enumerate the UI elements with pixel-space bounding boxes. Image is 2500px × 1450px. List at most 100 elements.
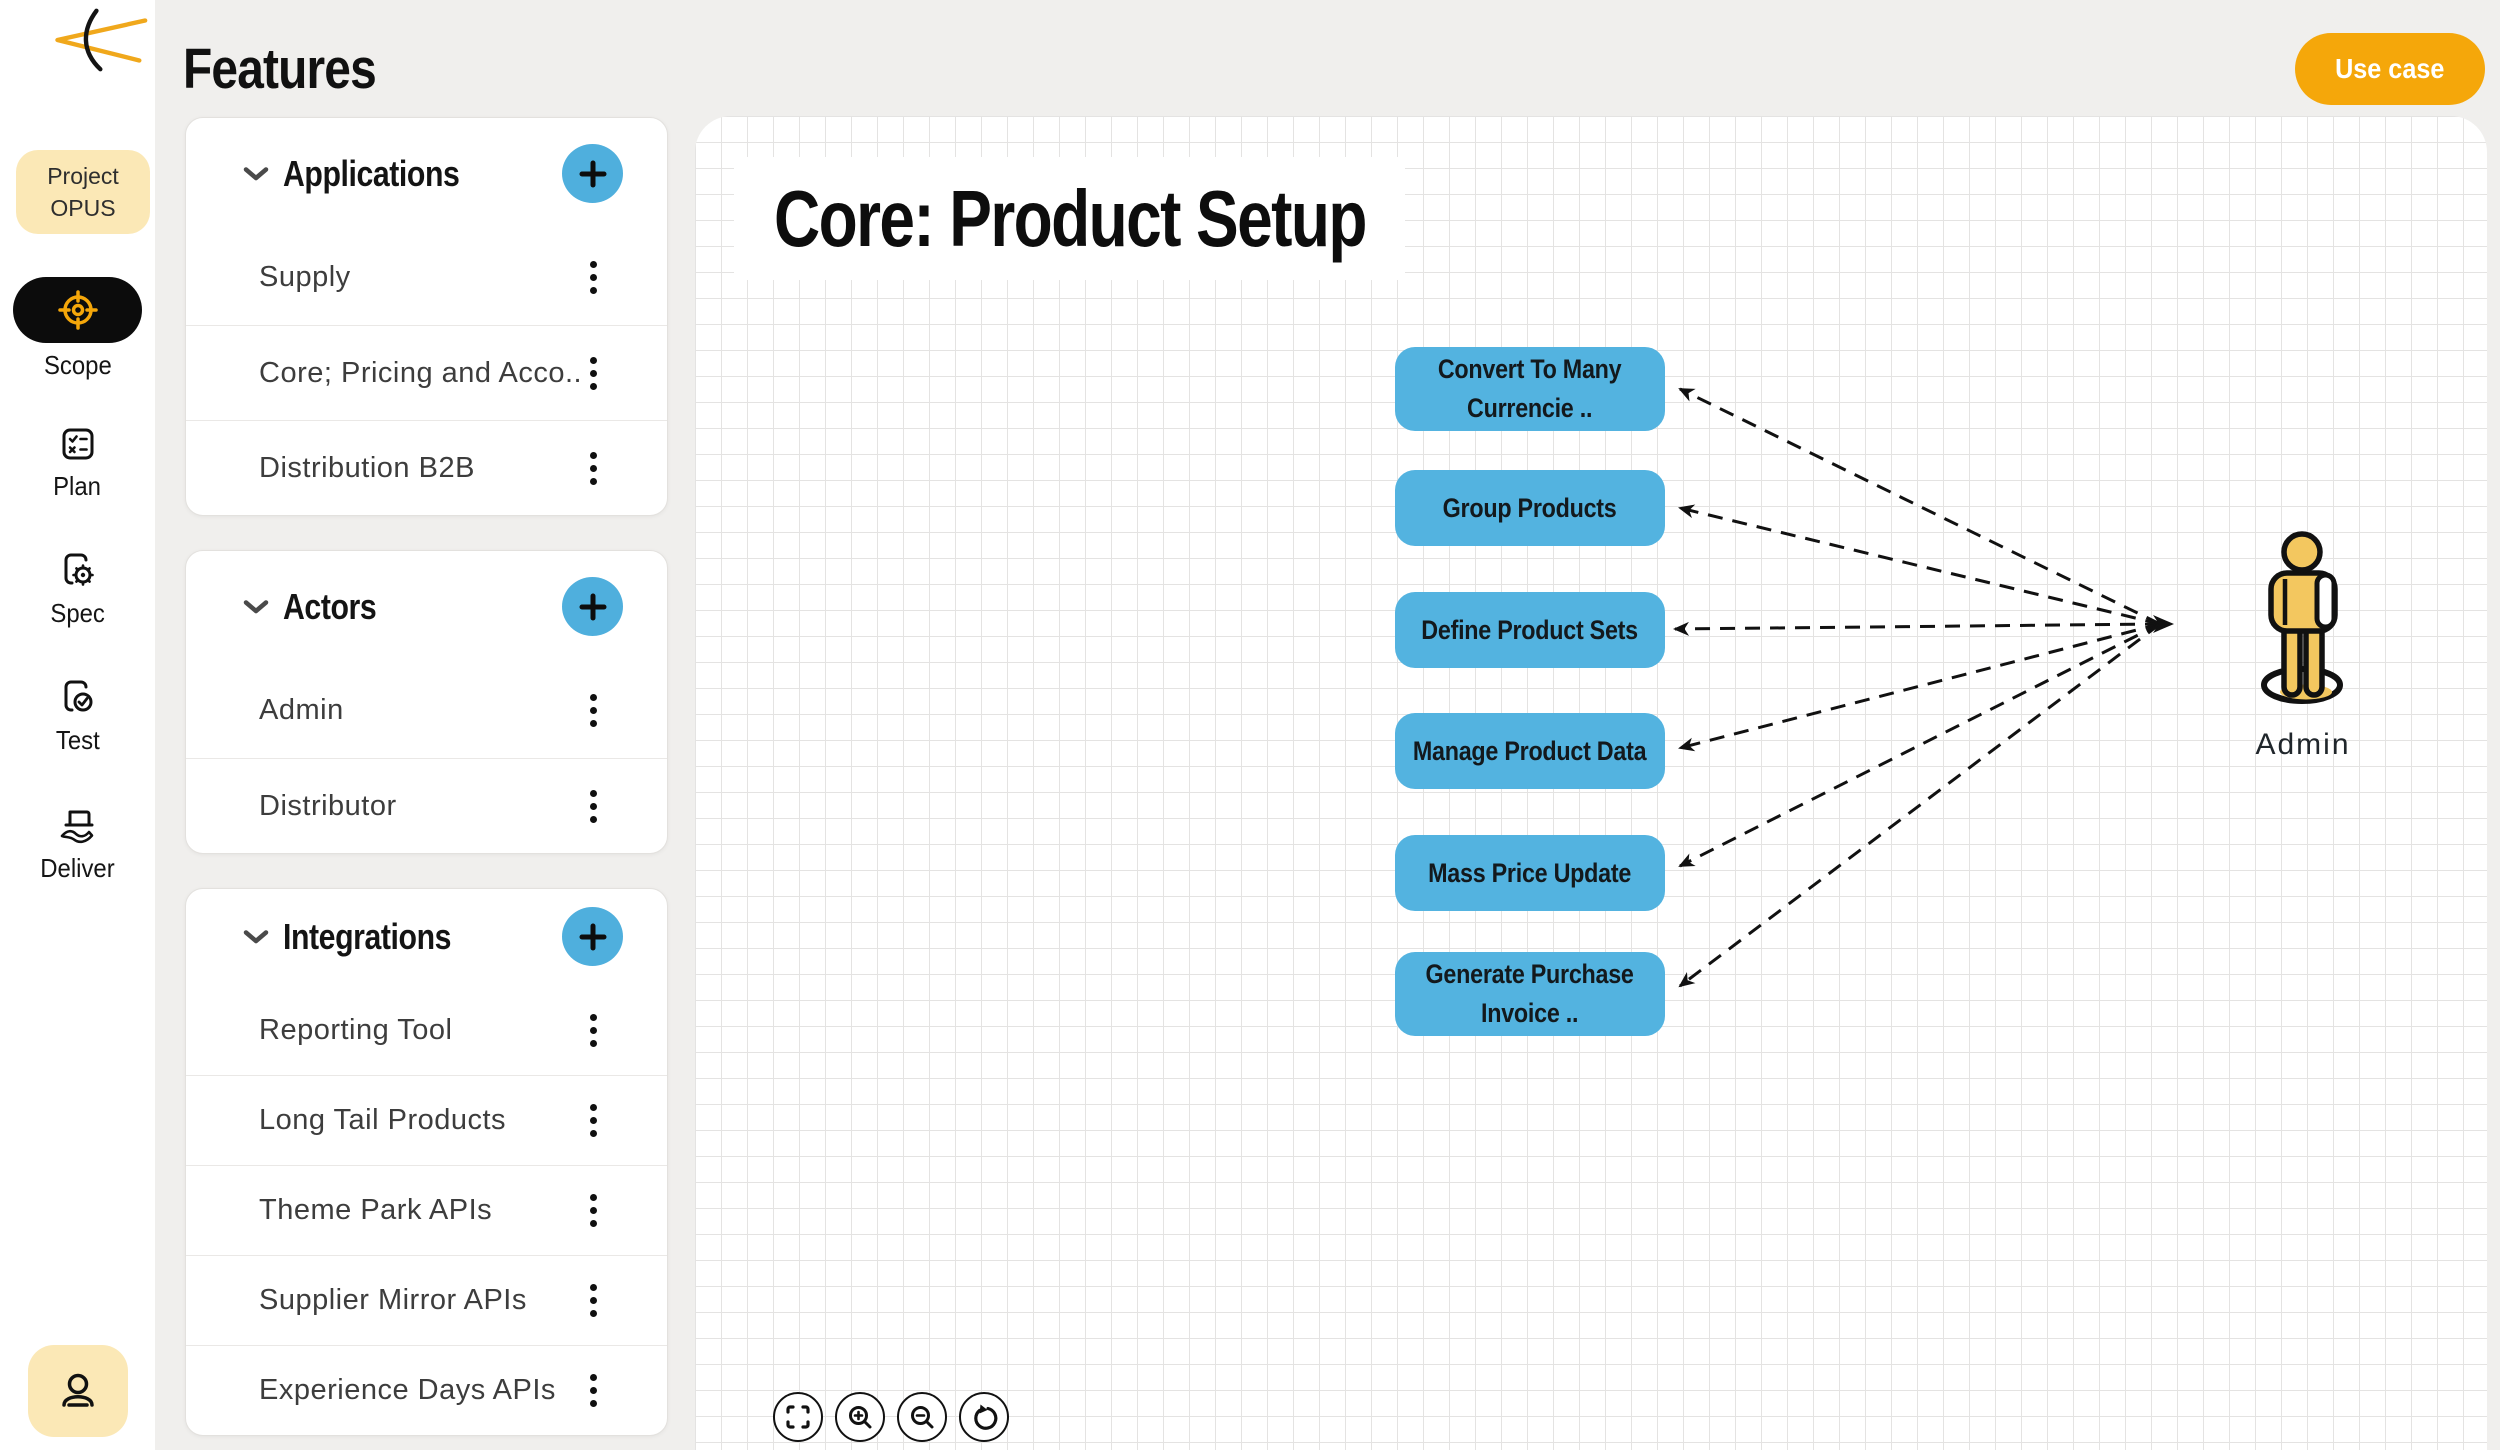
use-case-label: Manage Product Data <box>1413 735 1647 766</box>
sidebar-item-spec[interactable]: Spec <box>0 551 155 629</box>
chevron-down-icon[interactable] <box>243 599 269 615</box>
section-header[interactable]: Applications <box>186 118 667 230</box>
list-item[interactable]: Supply <box>186 230 667 325</box>
section-applications: Applications Supply Core; Pricing and Ac… <box>185 117 668 516</box>
diagram-title[interactable]: Core: Product Setup <box>773 173 1367 263</box>
zoom-in-button[interactable] <box>835 1392 885 1442</box>
section-integrations: Integrations Reporting Tool Long Tail Pr… <box>185 888 668 1436</box>
sidebar: Project OPUS Scope <box>0 0 155 1450</box>
target-icon <box>57 290 98 330</box>
deliver-laptop-hand-icon <box>60 810 93 844</box>
zoom-in-icon <box>849 1406 872 1429</box>
actor-label: Admin <box>2255 728 2351 761</box>
list-item-label: Admin <box>259 694 344 726</box>
list-item[interactable]: Reporting Tool <box>186 985 667 1075</box>
section-title: Integrations <box>283 916 452 957</box>
sidebar-item-label: Deliver <box>40 853 115 883</box>
sidebar-item-label: Test <box>55 725 100 755</box>
list-item[interactable]: Distributor <box>186 758 667 853</box>
test-check-icon <box>64 680 92 712</box>
project-badge-line1: Project <box>47 163 119 189</box>
converge-arrowhead <box>2153 615 2174 633</box>
sidebar-item-scope[interactable]: Scope <box>0 277 155 381</box>
kebab-menu-icon[interactable] <box>584 1188 603 1233</box>
use-case-button[interactable]: Use case <box>2295 33 2485 105</box>
zoom-out-button[interactable] <box>897 1392 947 1442</box>
kebab-menu-icon[interactable] <box>584 351 603 396</box>
use-case-label: Mass Price Update <box>1428 857 1632 888</box>
kebab-menu-icon[interactable] <box>584 446 603 491</box>
use-case-label: Convert To Many Currencie .. <box>1438 354 1622 423</box>
user-avatar[interactable] <box>28 1345 128 1437</box>
add-integration-button[interactable] <box>562 907 623 966</box>
list-item-label: Supplier Mirror APIs <box>259 1284 527 1316</box>
plan-checklist-icon <box>62 428 93 460</box>
scope-active-pill <box>13 277 142 343</box>
list-item-label: Theme Park APIs <box>259 1194 493 1226</box>
section-header[interactable]: Integrations <box>186 889 667 985</box>
kebab-menu-icon[interactable] <box>584 688 603 733</box>
list-item[interactable]: Admin <box>186 663 667 758</box>
list-item[interactable]: Supplier Mirror APIs <box>186 1255 667 1345</box>
use-case-node[interactable]: Convert To Many Currencie .. <box>1395 347 1665 431</box>
list-item-label: Supply <box>259 261 351 293</box>
sidebar-item-label: Plan <box>53 471 102 501</box>
kebab-menu-icon[interactable] <box>584 1368 603 1413</box>
fit-view-button[interactable] <box>773 1392 823 1442</box>
use-case-label: Generate Purchase Invoice .. <box>1425 959 1635 1028</box>
kebab-menu-icon[interactable] <box>584 255 603 300</box>
kebab-menu-icon[interactable] <box>584 1008 603 1053</box>
sidebar-item-label: Scope <box>43 350 112 380</box>
kebab-menu-icon[interactable] <box>584 1278 603 1323</box>
list-item[interactable]: Theme Park APIs <box>186 1165 667 1255</box>
use-case-node[interactable]: Mass Price Update <box>1395 835 1665 911</box>
chevron-down-icon[interactable] <box>243 929 269 945</box>
list-item-label: Distributor <box>259 789 397 822</box>
reset-view-button[interactable] <box>959 1392 1009 1442</box>
section-title: Actors <box>283 586 377 627</box>
use-case-node[interactable]: Define Product Sets <box>1395 592 1665 668</box>
kebab-menu-icon[interactable] <box>584 784 603 829</box>
use-case-button-label: Use case <box>2335 53 2445 84</box>
use-case-node[interactable]: Generate Purchase Invoice .. <box>1395 952 1665 1036</box>
diagram-title-plate: Core: Product Setup <box>734 157 1405 280</box>
list-item-label: Long Tail Products <box>259 1104 507 1136</box>
list-item-label: Experience Days APIs <box>259 1374 556 1406</box>
plus-icon <box>579 160 606 187</box>
section-actors: Actors Admin Distributor <box>185 550 668 854</box>
diagram-canvas[interactable]: Core: Product Setup Convert To Many Curr… <box>695 116 2487 1450</box>
canvas-toolbar <box>773 1392 1009 1442</box>
list-item[interactable]: Long Tail Products <box>186 1075 667 1165</box>
section-header[interactable]: Actors <box>186 551 667 663</box>
sidebar-item-test[interactable]: Test <box>0 678 155 756</box>
list-item[interactable]: Core; Pricing and Acco... <box>186 325 667 420</box>
list-item-label: Core; Pricing and Acco... <box>259 356 584 389</box>
sidebar-item-label: Spec <box>50 598 105 628</box>
list-item[interactable]: Distribution B2B <box>186 420 667 515</box>
add-actor-button[interactable] <box>562 577 623 636</box>
project-badge-line2: OPUS <box>50 195 116 221</box>
project-badge[interactable]: Project OPUS <box>16 150 150 234</box>
use-case-node[interactable]: Manage Product Data <box>1395 713 1665 789</box>
add-application-button[interactable] <box>562 144 623 203</box>
list-item[interactable]: Experience Days APIs <box>186 1345 667 1435</box>
chevron-down-icon[interactable] <box>243 166 269 182</box>
actor-figure-icon[interactable] <box>2255 525 2351 715</box>
sidebar-item-plan[interactable]: Plan <box>0 424 155 502</box>
person-icon <box>62 1373 94 1407</box>
use-case-label: Define Product Sets <box>1421 614 1639 645</box>
kebab-menu-icon[interactable] <box>584 1098 603 1143</box>
list-item-label: Reporting Tool <box>259 1013 453 1046</box>
plus-icon <box>579 923 606 950</box>
plus-icon <box>579 593 606 620</box>
list-item-label: Distribution B2B <box>259 451 475 484</box>
use-case-label: Group Products <box>1443 492 1617 523</box>
use-case-node[interactable]: Group Products <box>1395 470 1665 546</box>
spec-document-gear-icon <box>64 553 94 586</box>
app-logo-icon <box>55 8 148 72</box>
reset-view-icon <box>974 1404 998 1430</box>
fit-view-icon <box>786 1405 810 1429</box>
section-title: Applications <box>283 153 460 194</box>
sidebar-item-deliver[interactable]: Deliver <box>0 806 155 884</box>
